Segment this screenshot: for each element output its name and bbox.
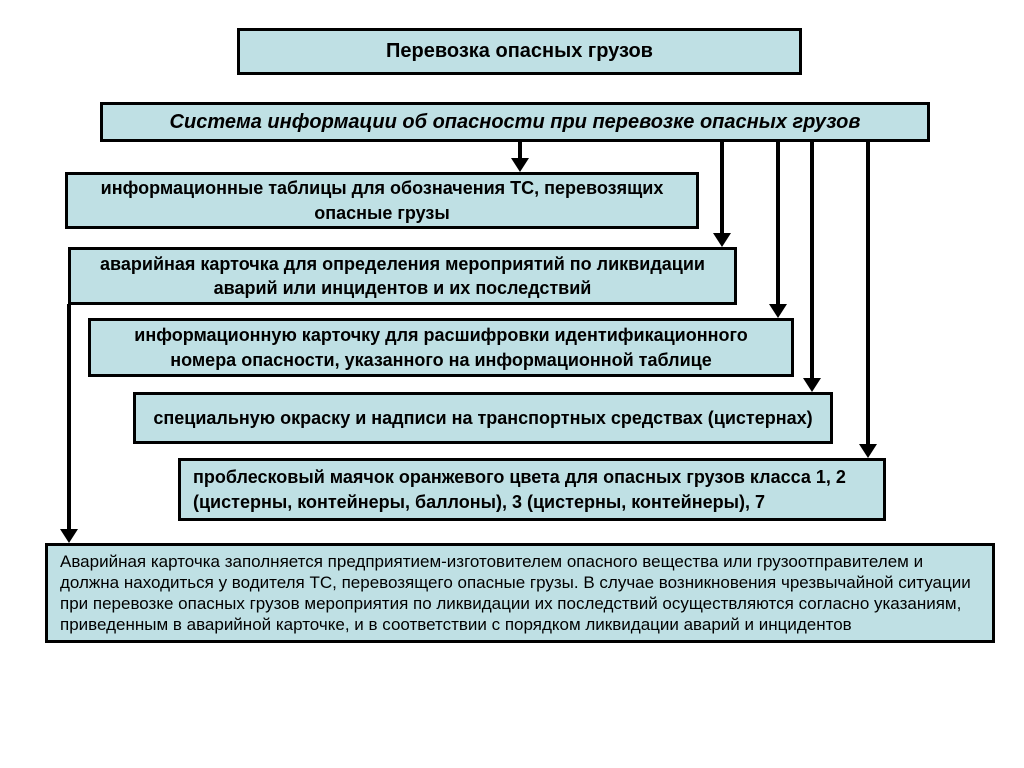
flashing-beacon-box: проблесковый маячок оранжевого цвета для…	[178, 458, 886, 521]
info-card-line-1: информационную карточку для расшифровки …	[134, 325, 748, 346]
note-box: Аварийная карточка заполняется предприят…	[45, 543, 995, 643]
arrow-shaft	[776, 142, 780, 304]
emergency-card-line-1: аварийная карточка для определения мероп…	[100, 253, 705, 274]
arrow-down-icon	[511, 158, 529, 172]
info-card-box: информационную карточку для расшифровки …	[88, 318, 794, 377]
connector-arrow-3	[769, 142, 787, 318]
info-tables-box: информационные таблицы для обозначения Т…	[65, 172, 699, 229]
info-tables-line-1: информационные таблицы для обозначения Т…	[100, 178, 664, 199]
info-tables-line-2: опасные грузы	[314, 202, 450, 223]
special-paint-box: специальную окраску и надписи на транспо…	[133, 392, 833, 444]
note-line-1: Аварийная карточка заполняется предприят…	[60, 552, 924, 571]
title-text: Перевозка опасных грузов	[386, 40, 653, 62]
arrow-down-icon	[713, 233, 731, 247]
connector-arrow-2	[713, 142, 731, 247]
note-line-2: должна находиться у водителя ТС, перевоз…	[60, 573, 971, 592]
arrow-shaft	[518, 142, 522, 158]
arrow-shaft	[810, 142, 814, 378]
note-line-3: при перевозке опасных грузов мероприятия…	[60, 594, 962, 613]
title-box: Перевозка опасных грузов	[237, 28, 802, 75]
system-info-text: Система информации об опасности при пере…	[169, 110, 861, 133]
arrow-down-icon	[769, 304, 787, 318]
arrow-down-icon	[60, 529, 78, 543]
connector-arrow-5	[859, 142, 877, 458]
flashing-beacon-line-1: проблесковый маячок оранжевого цвета для…	[193, 467, 846, 488]
emergency-card-line-2: аварий или инцидентов и их последствий	[213, 278, 592, 298]
connector-arrow-1	[511, 142, 529, 172]
arrow-shaft	[67, 304, 71, 529]
connector-arrow-6	[60, 304, 78, 543]
arrow-down-icon	[859, 444, 877, 458]
arrow-down-icon	[803, 378, 821, 392]
note-line-4: приведенным в аварийной карточке, и в со…	[60, 615, 852, 634]
connector-arrow-4	[803, 142, 821, 392]
info-card-line-2: номера опасности, указанного на информац…	[170, 349, 712, 370]
flashing-beacon-line-2: (цистерны, контейнеры, баллоны), 3 (цист…	[193, 491, 765, 512]
arrow-shaft	[866, 142, 870, 444]
emergency-card-box: аварийная карточка для определения мероп…	[68, 247, 737, 305]
system-info-box: Система информации об опасности при пере…	[100, 102, 930, 142]
special-paint-line-1: специальную окраску и надписи на транспо…	[153, 407, 813, 428]
arrow-shaft	[720, 142, 724, 233]
